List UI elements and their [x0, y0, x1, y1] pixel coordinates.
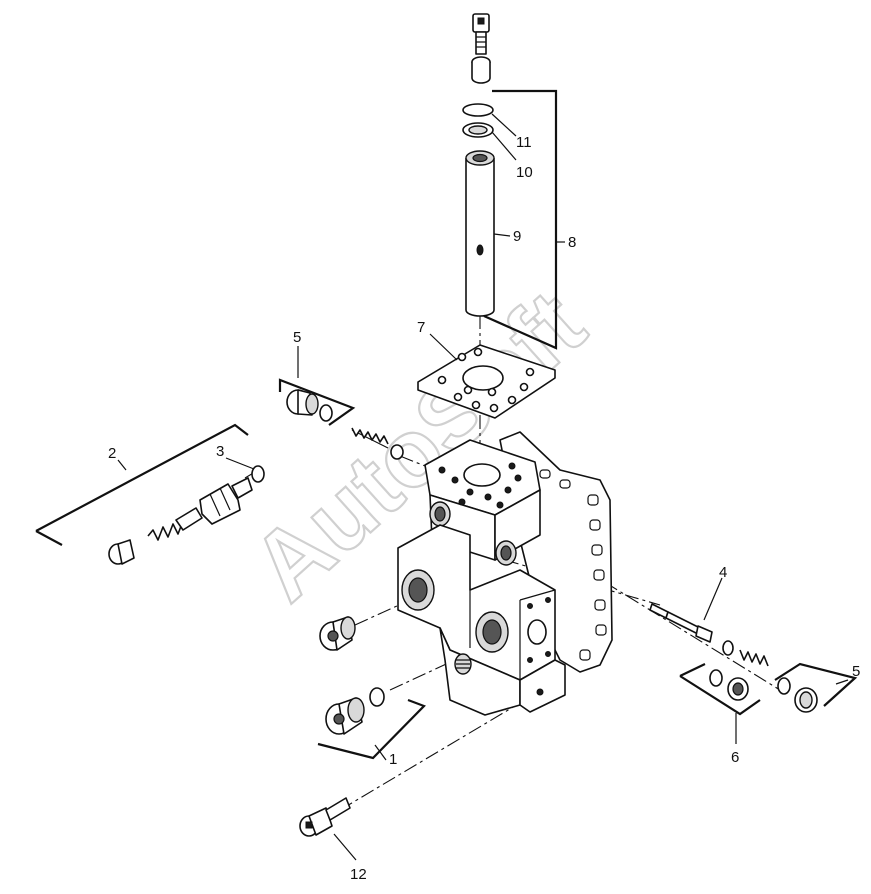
o-ring-3 [251, 465, 265, 483]
bracket-6 [679, 663, 761, 716]
plug-front-upper [319, 616, 356, 651]
callout-2: 2 [108, 445, 116, 462]
callout-4: 4 [719, 564, 727, 581]
bracket-8 [483, 89, 558, 350]
threaded-insert [454, 653, 472, 675]
callout-1: 1 [389, 751, 397, 768]
callout-5-left: 5 [293, 329, 301, 346]
o-ring-11 [462, 103, 494, 117]
top-screw [472, 13, 490, 55]
plug-front-lower [325, 687, 385, 735]
callout-7: 7 [417, 319, 425, 336]
spring-right [722, 640, 769, 667]
callout-10: 10 [516, 164, 533, 181]
bolt-12 [299, 797, 351, 837]
sleeve-9 [465, 150, 495, 317]
top-bushing [471, 56, 491, 84]
valve-pin-4 [649, 603, 713, 643]
plug-5-right [777, 677, 818, 713]
plug-5-left [286, 389, 333, 422]
bracket-2 [35, 423, 249, 546]
spring-upper [351, 427, 404, 460]
bracket-5-left [278, 378, 356, 426]
callout-8: 8 [568, 234, 576, 251]
seal-ring-10 [462, 122, 494, 138]
valve-assembly-2 [108, 477, 253, 565]
brackets [35, 89, 858, 760]
valve-body [397, 431, 613, 716]
callout-labels: 1 2 3 4 5 5 6 7 8 9 10 11 12 [108, 134, 860, 883]
callout-11: 11 [516, 134, 532, 151]
callout-9: 9 [513, 228, 521, 245]
callout-3: 3 [216, 443, 224, 460]
gasket-7 [417, 344, 556, 419]
callout-12: 12 [350, 866, 367, 883]
bracket-5-right [774, 662, 858, 707]
callout-5-right: 5 [852, 663, 860, 680]
bracket-1 [317, 698, 426, 760]
plug-6 [709, 669, 749, 701]
callout-6: 6 [731, 749, 739, 766]
leader-lines [117, 113, 849, 861]
